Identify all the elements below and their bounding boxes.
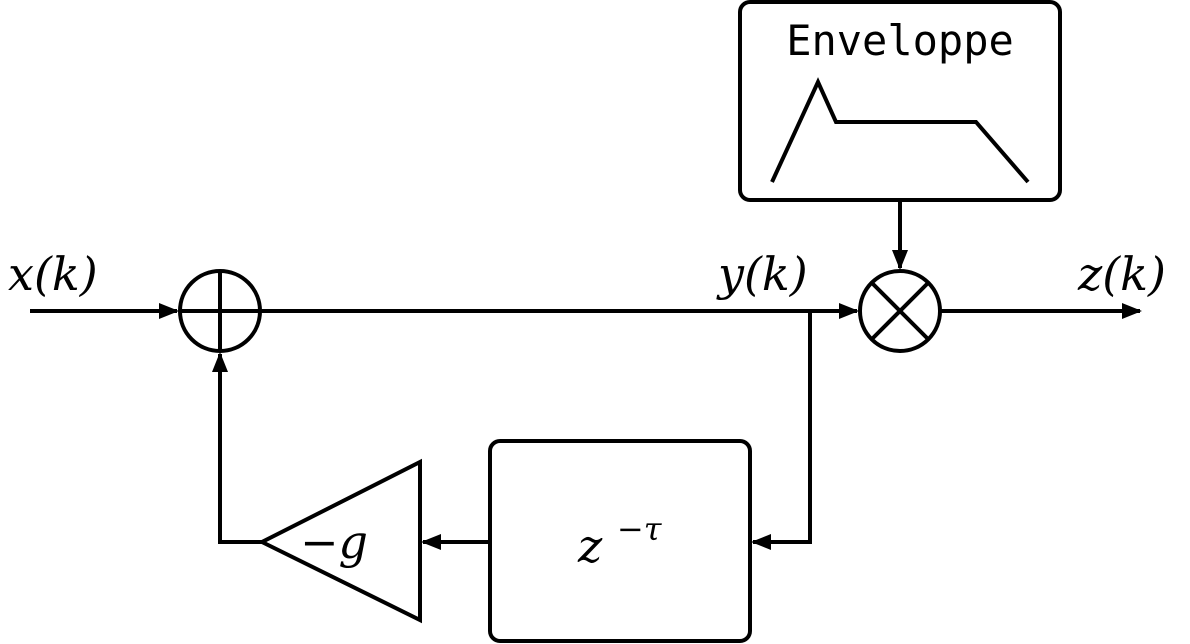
output-label: z(k): [1077, 247, 1166, 301]
feedback-return-arrow: [212, 352, 262, 544]
delay-base: z: [577, 519, 603, 573]
multiplier-node: [858, 269, 942, 353]
intermediate-label: y(k): [716, 247, 808, 301]
delay-exponent: −τ: [617, 510, 663, 548]
adder-node: [178, 269, 262, 353]
gain-block: −g: [257, 458, 422, 624]
input-label: x(k): [8, 247, 98, 301]
envelope-shape: [770, 77, 1030, 184]
gain-label: −g: [300, 515, 368, 569]
delay-label: z −τ: [577, 510, 663, 573]
envelope-block: Enveloppe: [738, 0, 1062, 202]
feedback-tap-arrow: [751, 311, 812, 550]
delay-block: z −τ: [488, 439, 752, 643]
envelope-label: Enveloppe: [786, 16, 1014, 65]
